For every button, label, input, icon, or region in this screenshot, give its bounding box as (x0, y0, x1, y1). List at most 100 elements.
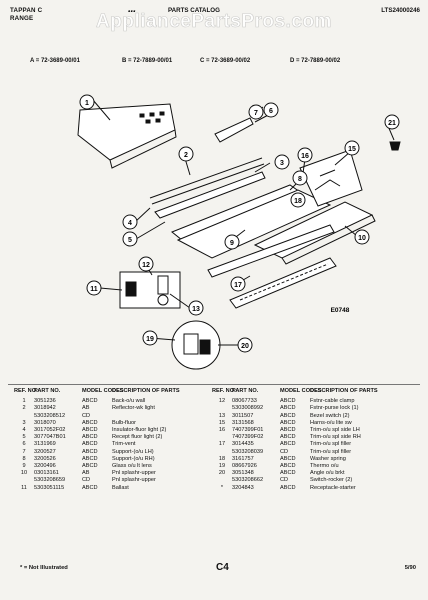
model-code-cell: ABCD (82, 398, 98, 405)
part-number-cell: 3200526 (34, 455, 56, 462)
part-number-cell: 03013161 (34, 470, 59, 477)
ref-cell (14, 477, 34, 484)
part-number-cell: 3204843 (232, 484, 254, 491)
description-cell: Insulator-fluor light (2) (112, 427, 167, 434)
ref-cell: 6 (22, 441, 26, 448)
callout-11-label: 11 (90, 286, 98, 293)
callout-16-label: 16 (301, 153, 309, 160)
model-code-cell: ABCD (280, 463, 296, 470)
callout-6: 6 (263, 102, 279, 118)
part-number-cell: 7407399F01 (232, 427, 264, 434)
col-model: MODEL CODES (82, 388, 124, 394)
drawing-number: E0748 (331, 307, 350, 314)
callout-1: 1 (79, 94, 95, 110)
description-cell: Pnl splashr-upper (112, 477, 156, 484)
part-number-cell: 3161757 (232, 455, 254, 462)
model-code-cell: CD (280, 448, 289, 455)
part-number-cell: 3014435 (232, 441, 254, 448)
model-code-cell: ABCD (82, 455, 98, 462)
divider (8, 384, 420, 385)
glass-lens (176, 189, 332, 259)
ref-cell: * (220, 484, 224, 491)
switch-assembly (119, 271, 181, 309)
page-number: C4 (216, 562, 229, 573)
callout-4-label: 4 (128, 220, 132, 227)
part-number-cell: 08667926 (232, 463, 257, 470)
callout-12-label: 12 (142, 262, 150, 269)
callout-17-label: 17 (234, 282, 242, 289)
part-number-cell: 3018942 (34, 405, 56, 412)
part-number-cell: 3200527 (34, 448, 56, 455)
ref-cell: 18 (218, 455, 226, 462)
table-row: 5303208659 CD Pnl splashr-upper (14, 477, 222, 484)
part-number-cell: 5303208659 (34, 477, 66, 484)
callout-8: 8 (292, 170, 308, 186)
description-cell: Ballast (112, 484, 129, 491)
ref-cell: 8 (22, 455, 26, 462)
description-cell: Reflector-wk light (112, 405, 155, 412)
part-number-cell: 5303008992 (232, 405, 264, 412)
callout-8-label: 8 (298, 176, 302, 183)
callout-1-label: 1 (85, 100, 89, 107)
col-part: PART NO. (34, 388, 61, 394)
model-code-cell: ABCD (280, 398, 296, 405)
callout-4: 4 (122, 214, 138, 230)
callout-18-label: 18 (294, 198, 302, 205)
description-cell: Angle o/u brkt (310, 470, 345, 477)
model-code-cell: ABCD (280, 434, 296, 441)
model-code-cell: CD (82, 477, 91, 484)
col-model: MODEL CODES (280, 388, 322, 394)
part-number-cell: 3131969 (34, 441, 56, 448)
callout-15: 15 (344, 140, 360, 156)
part-number-cell: 3011507 (232, 412, 254, 419)
description-cell: Harns-o/u lite sw (310, 419, 352, 426)
ref-cell (212, 449, 232, 456)
part-number-cell: 3017052F02 (34, 427, 66, 434)
trim-lower (229, 257, 337, 309)
callout-19-label: 19 (146, 336, 154, 343)
brand-header: TAPPAN C RANGE (10, 7, 42, 23)
description-cell: Fstnr-purse lock (1) (310, 405, 359, 412)
table-header: REF. NO. PART NO. MODEL CODES DESCRIPTIO… (14, 388, 222, 394)
brand-logo: ... (128, 3, 136, 15)
part-number-cell: 08067733 (232, 398, 257, 405)
part-number-cell: 3077047B01 (34, 434, 66, 441)
callout-21: 21 (384, 114, 400, 130)
ref-cell: 2 (22, 405, 26, 412)
model-code-cell: ABCD (280, 412, 296, 419)
ref-cell (212, 405, 232, 412)
ref-cell: 11 (21, 484, 27, 491)
ref-cell: 4 (22, 427, 26, 434)
part-number-cell: 5303208512 (34, 412, 66, 419)
description-cell: Trim-vent (112, 441, 136, 448)
model-number: LTS24000246 (381, 7, 420, 14)
table-row: 5303008992 ABCD Fstnr-purse lock (1) (212, 405, 420, 412)
description-cell: Glass o/u lt lens (112, 463, 152, 470)
model-code-cell: CD (280, 477, 289, 484)
callout-7-label: 7 (254, 110, 258, 117)
description-cell: Washer spring (310, 455, 346, 462)
ref-cell (14, 413, 34, 420)
ref-cell: 9 (22, 463, 26, 470)
harness-box (299, 149, 363, 207)
model-code-cell: AB (82, 405, 90, 412)
model-code-cell: ABCD (280, 405, 296, 412)
ref-cell: 1 (22, 398, 26, 405)
callout-3-label: 3 (280, 160, 284, 167)
callout-17: 17 (230, 276, 246, 292)
description-cell: Receptacle-starter (310, 484, 356, 491)
support-lh (214, 117, 254, 143)
callout-9: 9 (224, 234, 240, 250)
ref-cell (212, 477, 232, 484)
part-number-cell: 5303208039 (232, 448, 264, 455)
description-cell: Support-(o/u LH) (112, 448, 154, 455)
